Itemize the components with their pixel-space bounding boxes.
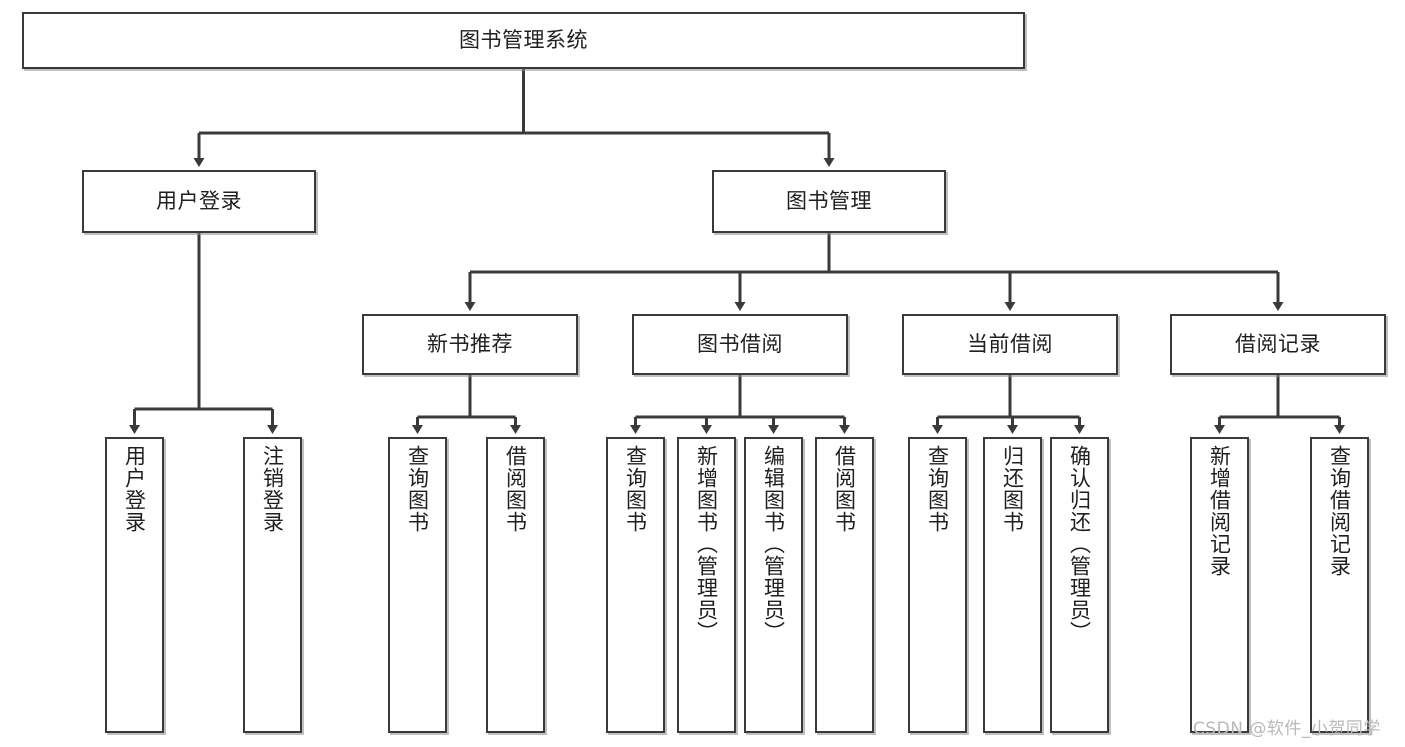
- node-label: 图书管理: [786, 189, 872, 214]
- node-label: 确认归还（管理员）: [1067, 445, 1092, 643]
- node-book-borrow[interactable]: 图书借阅: [632, 314, 848, 375]
- node-label: 查询图书: [623, 445, 648, 533]
- node-new-book-recommend[interactable]: 新书推荐: [362, 314, 578, 375]
- node-label: 借阅图书: [832, 445, 857, 533]
- node-leaf-return-book[interactable]: 归还图书: [983, 437, 1042, 733]
- node-root[interactable]: 图书管理系统: [22, 12, 1025, 69]
- node-label: 借阅图书: [503, 445, 528, 533]
- node-leaf-user-login[interactable]: 用户登录: [105, 437, 164, 733]
- node-leaf-query-book-cur[interactable]: 查询图书: [908, 437, 967, 733]
- node-label: 新书推荐: [427, 332, 513, 357]
- node-current-borrow[interactable]: 当前借阅: [902, 314, 1118, 375]
- node-leaf-confirm-return[interactable]: 确认归还（管理员）: [1050, 437, 1109, 733]
- node-leaf-query-book-bor[interactable]: 查询图书: [606, 437, 665, 733]
- node-label: 查询借阅记录: [1327, 445, 1352, 577]
- node-label: 当前借阅: [967, 332, 1053, 357]
- node-user-login[interactable]: 用户登录: [82, 170, 316, 233]
- node-leaf-edit-book-admin[interactable]: 编辑图书（管理员）: [744, 437, 803, 733]
- node-leaf-borrow-book-rec[interactable]: 借阅图书: [486, 437, 545, 733]
- node-label: 新增图书（管理员）: [694, 445, 719, 643]
- node-label: 注销登录: [260, 445, 285, 533]
- node-leaf-borrow-book-bor[interactable]: 借阅图书: [815, 437, 874, 733]
- node-borrow-record[interactable]: 借阅记录: [1170, 314, 1386, 375]
- node-label: 查询图书: [925, 445, 950, 533]
- node-label: 借阅记录: [1235, 332, 1321, 357]
- node-label: 图书管理系统: [459, 28, 588, 53]
- node-label: 图书借阅: [697, 332, 783, 357]
- node-book-manage[interactable]: 图书管理: [712, 170, 946, 233]
- node-leaf-add-book-admin[interactable]: 新增图书（管理员）: [677, 437, 736, 733]
- node-label: 归还图书: [1000, 445, 1025, 533]
- node-leaf-add-borrow-record[interactable]: 新增借阅记录: [1190, 437, 1249, 733]
- node-label: 查询图书: [405, 445, 430, 533]
- node-label: 新增借阅记录: [1207, 445, 1232, 577]
- node-label: 用户登录: [156, 189, 242, 214]
- node-leaf-query-borrow-record[interactable]: 查询借阅记录: [1310, 437, 1369, 733]
- node-label: 用户登录: [122, 445, 147, 533]
- node-leaf-query-book-rec[interactable]: 查询图书: [388, 437, 447, 733]
- node-leaf-logout-login[interactable]: 注销登录: [243, 437, 302, 733]
- node-label: 编辑图书（管理员）: [761, 445, 786, 643]
- watermark-credit: CSDN @软件_小贺同学: [1193, 719, 1381, 739]
